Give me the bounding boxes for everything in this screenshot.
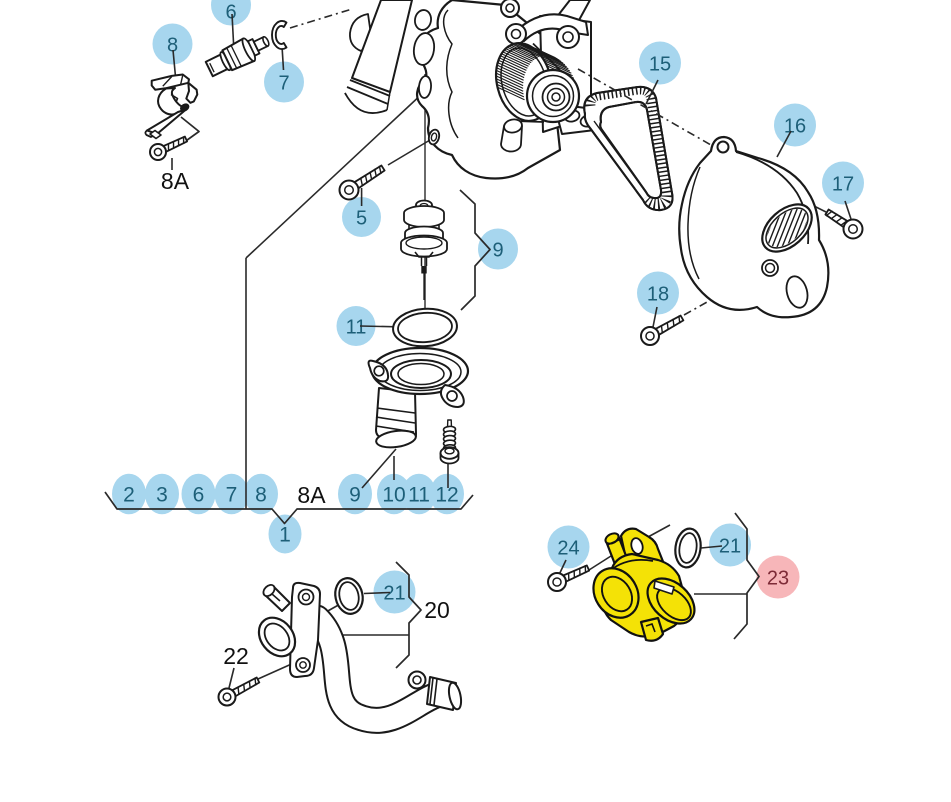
svg-text:15: 15	[649, 53, 671, 75]
svg-text:9: 9	[492, 239, 503, 261]
svg-text:7: 7	[226, 484, 238, 507]
svg-text:18: 18	[647, 283, 669, 305]
svg-text:3: 3	[156, 484, 168, 507]
svg-text:21: 21	[719, 535, 741, 557]
svg-text:8A: 8A	[161, 168, 190, 194]
svg-text:8A: 8A	[297, 482, 326, 508]
svg-text:12: 12	[435, 484, 458, 507]
svg-text:11: 11	[408, 484, 430, 507]
svg-text:9: 9	[349, 484, 361, 507]
svg-text:10: 10	[382, 484, 405, 507]
svg-text:5: 5	[356, 207, 367, 229]
svg-text:11: 11	[346, 316, 367, 338]
svg-text:17: 17	[832, 173, 854, 195]
svg-text:23: 23	[767, 568, 789, 590]
svg-text:24: 24	[557, 537, 579, 559]
svg-text:20: 20	[424, 597, 450, 623]
svg-text:22: 22	[223, 643, 249, 669]
svg-text:6: 6	[225, 1, 236, 23]
svg-text:16: 16	[784, 115, 806, 137]
svg-text:7: 7	[278, 72, 289, 94]
svg-text:2: 2	[123, 484, 135, 507]
svg-text:8: 8	[255, 484, 267, 507]
svg-text:6: 6	[193, 484, 205, 507]
svg-text:1: 1	[279, 524, 291, 547]
